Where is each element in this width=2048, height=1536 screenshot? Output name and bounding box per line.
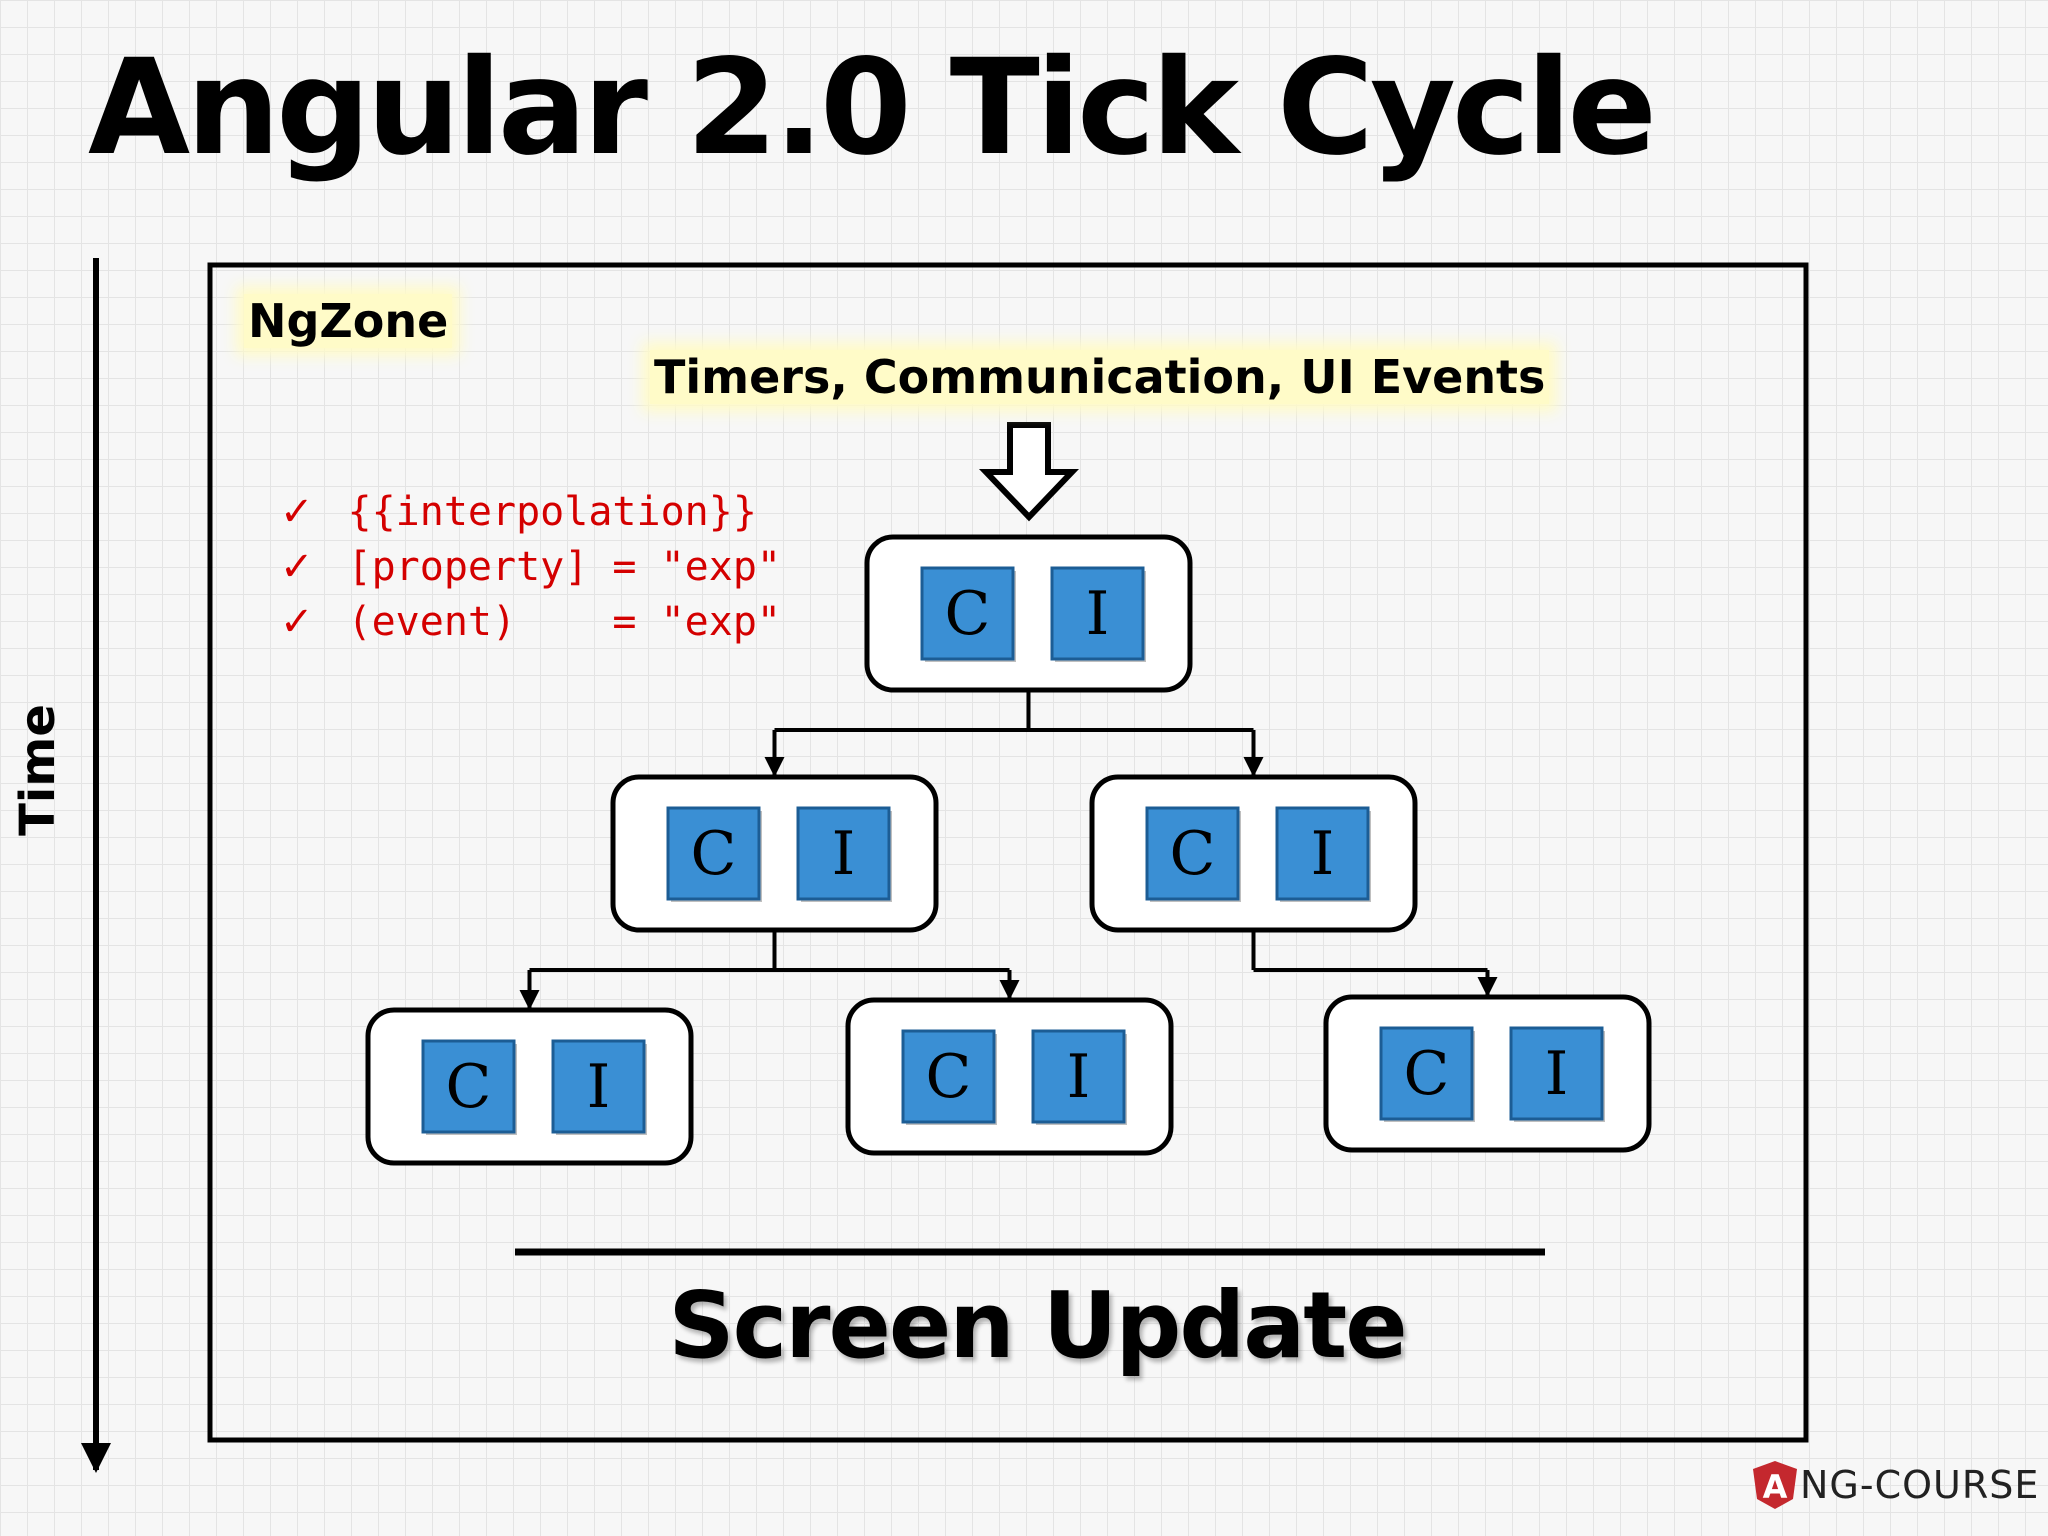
cell-label: C [945,579,991,649]
cell-label: C [691,819,737,889]
instance-cell [1050,566,1145,661]
cell-label: C [1404,1039,1450,1109]
binding-item: ✓ [property] = "exp" [280,540,781,595]
cell-label: C [446,1052,492,1122]
binding-text: {{interpolation}} [347,489,757,535]
component-cell [1145,806,1240,901]
instance-cell [551,1039,646,1134]
tree-connectors [519,690,1498,1010]
cell-label: I [832,819,856,889]
binding-item: ✓ (event) = "exp" [280,595,781,650]
cell-label: I [1086,579,1110,649]
logo-mark: A [1763,1468,1788,1506]
instance-cell [1509,1026,1604,1121]
screen-update-label: Screen Update [668,1272,1407,1379]
component-cell [920,566,1015,661]
cell-label: I [1545,1039,1569,1109]
component-cell [421,1039,516,1134]
binding-text: (event) = "exp" [347,599,781,645]
binding-text: [property] = "exp" [347,544,781,590]
component-cell [666,806,761,901]
logo-text: NG-COURSE [1800,1463,2040,1507]
angular-shield-icon: A [1753,1461,1797,1509]
down-arrow-icon [978,422,1080,522]
binding-item: ✓ {{interpolation}} [280,485,781,540]
cell-label: C [926,1042,972,1112]
time-axis-label: Time [10,704,66,836]
check-icon: ✓ [280,544,314,590]
component-cell [901,1029,996,1124]
check-icon: ✓ [280,489,314,535]
event-sources-label: Timers, Communication, UI Events [650,350,1550,404]
instance-cell [796,806,891,901]
ng-course-logo: A NG-COURSE [1752,1460,2039,1510]
cell-label: I [587,1052,611,1122]
check-icon: ✓ [280,599,314,645]
ngzone-label: NgZone [244,294,453,348]
component-cell [1379,1026,1474,1121]
cell-label: I [1067,1042,1091,1112]
cell-label: I [1311,819,1335,889]
instance-cell [1275,806,1370,901]
cell-label: C [1170,819,1216,889]
binding-list: ✓ {{interpolation}} ✓ [property] = "exp" ✓… [280,485,781,650]
ngzone-frame [207,262,1809,1443]
instance-cell [1031,1029,1126,1124]
slide-title: Angular 2.0 Tick Cycle [88,31,1657,185]
